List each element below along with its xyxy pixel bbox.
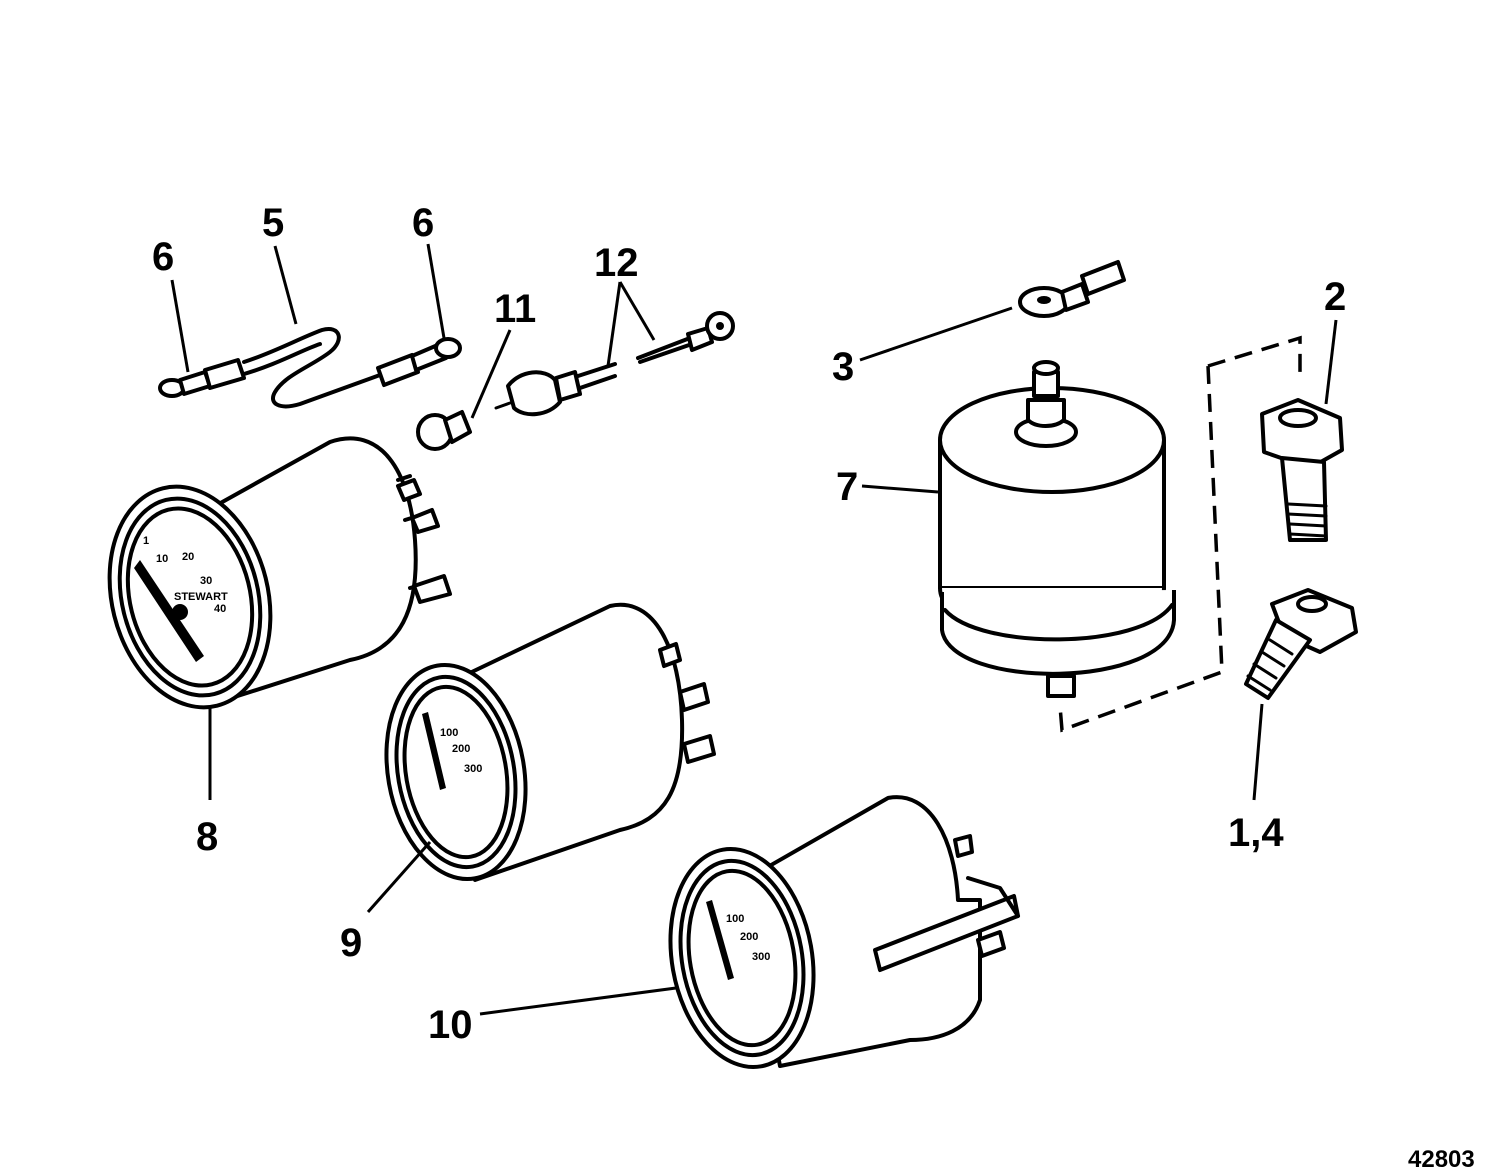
gauge-part-9: 100 200 300	[384, 602, 716, 882]
callouts: 6 5 6 11 12 3 2 7 8 9 10 1,4	[152, 201, 1346, 1047]
callout-12: 12	[594, 241, 639, 285]
leader-lines	[170, 243, 1338, 1016]
callout-7: 7	[836, 465, 858, 509]
callout-10: 10	[428, 1003, 473, 1047]
jumper-wire-part-5	[158, 327, 462, 409]
gauge-10-scale-300: 300	[752, 951, 770, 963]
gauge-8-scale-20: 20	[182, 551, 194, 563]
gauge-part-8: 1 10 20 30 40 STEWART	[107, 436, 452, 710]
gauge-part-10: 100 200 300	[668, 795, 1020, 1070]
callout-9: 9	[340, 921, 362, 965]
socket-part-12	[494, 311, 735, 417]
gauge-8-scale-10: 10	[156, 553, 168, 565]
assembly-dashed-line	[1058, 335, 1302, 733]
gauge-8-scale-40: 40	[214, 603, 226, 615]
gauge-9-scale-200: 200	[452, 743, 470, 755]
bulb-part-11	[416, 410, 472, 451]
gauge-10-scale-100: 100	[726, 913, 744, 925]
callout-6-left: 6	[152, 235, 174, 279]
drawing-code: 42803	[1408, 1146, 1475, 1167]
callout-8: 8	[196, 815, 218, 859]
ring-terminal-part-3	[1018, 260, 1126, 318]
callout-11: 11	[494, 287, 536, 331]
gauge-8-scale-30: 30	[200, 575, 212, 587]
gauge-10-scale-200: 200	[740, 931, 758, 943]
elbow-fitting-part-1-4	[1244, 588, 1358, 700]
callout-5: 5	[262, 201, 284, 245]
gauge-9-scale-300: 300	[464, 763, 482, 775]
callout-6-right: 6	[412, 201, 434, 245]
gauge-8-brand: STEWART	[174, 591, 228, 603]
callout-2: 2	[1324, 275, 1346, 319]
gauge-9-scale-100: 100	[440, 727, 458, 739]
sender-part-7	[938, 360, 1176, 698]
callout-3: 3	[832, 345, 854, 389]
gauge-8-scale-1: 1	[143, 535, 149, 547]
callout-1-4: 1,4	[1228, 811, 1284, 855]
adapter-fitting-part-2	[1260, 398, 1344, 542]
